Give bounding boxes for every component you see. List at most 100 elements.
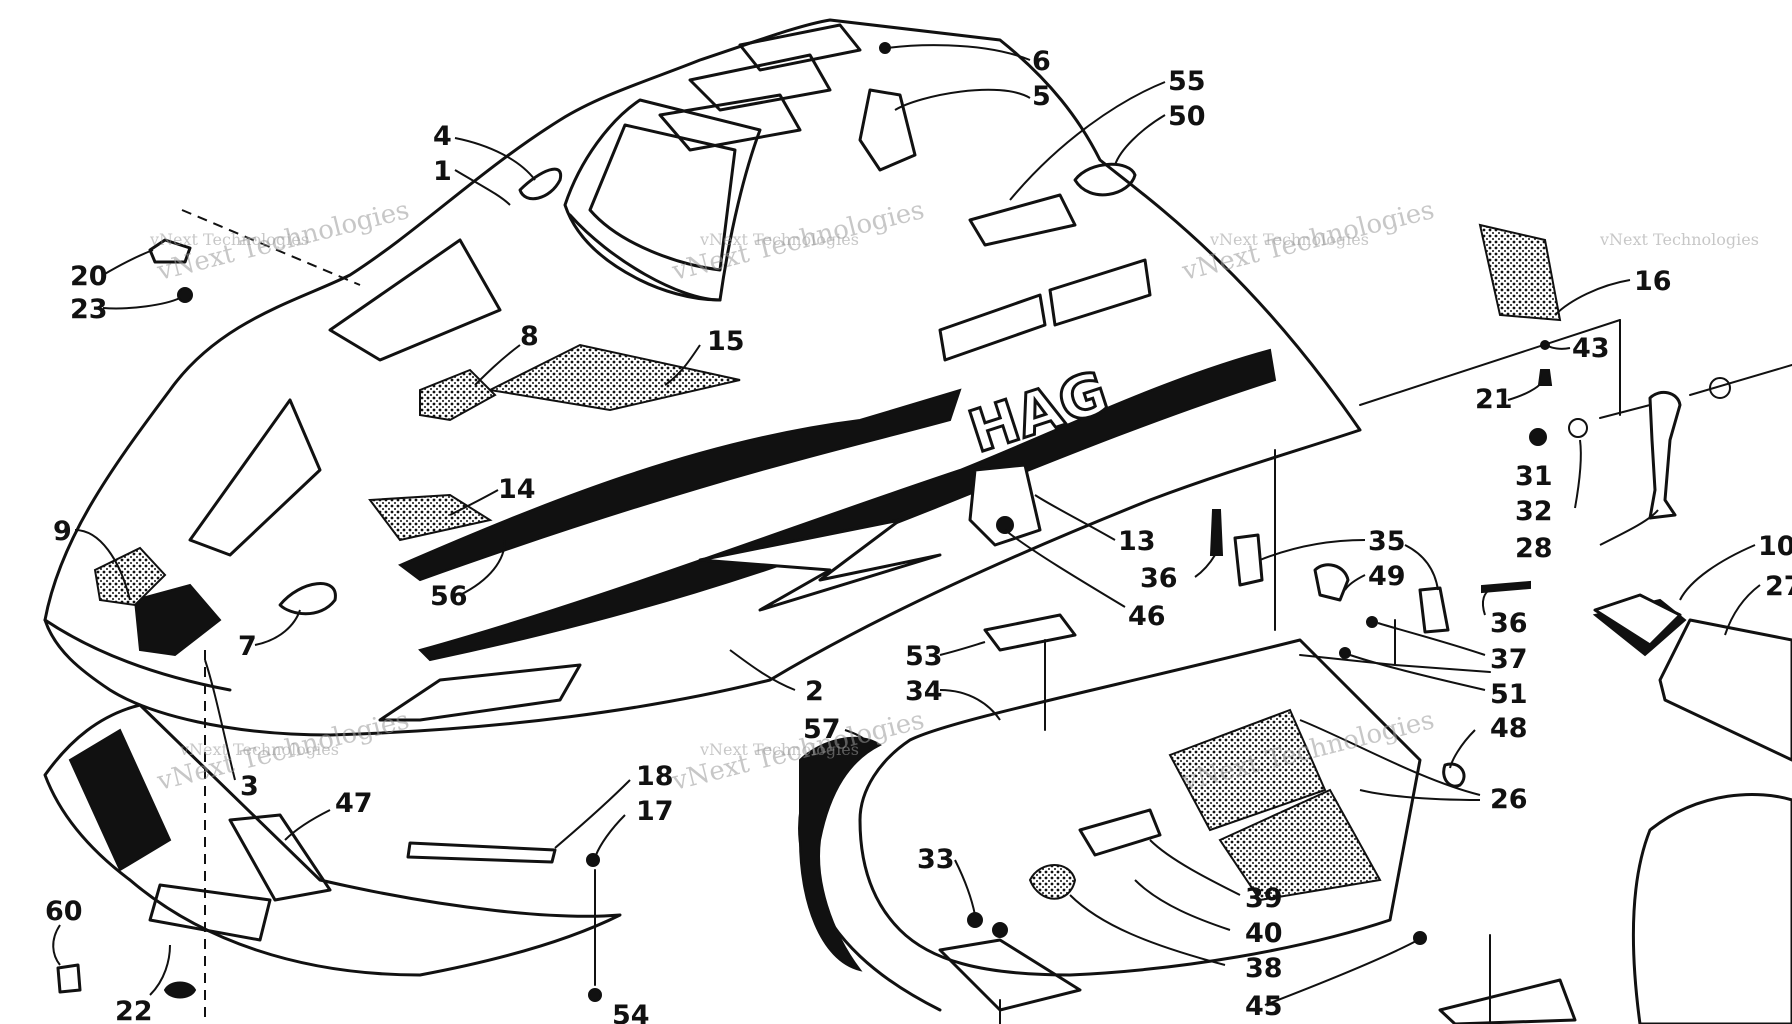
leader-35 [1259, 539, 1366, 561]
washer-37 [1366, 616, 1378, 628]
leader-14 [449, 489, 499, 516]
leader-20 [102, 249, 154, 276]
leader-2 [729, 649, 796, 691]
clip-20 [148, 238, 192, 264]
callout-10: 10 [1758, 531, 1792, 562]
leader-22 [149, 944, 171, 996]
callout-7: 7 [238, 631, 257, 662]
leader-26b [1359, 789, 1481, 801]
axis-line-13 [1394, 664, 1491, 673]
leader-27 [1724, 584, 1761, 636]
decal-53 [983, 613, 1077, 652]
bolt-36b [1481, 580, 1531, 594]
pad-38 [1028, 864, 1077, 900]
leader-9 [74, 529, 131, 601]
callout-36b: 36 [1490, 608, 1528, 639]
callout-53: 53 [905, 641, 943, 672]
side-louver-2 [1048, 258, 1152, 327]
leader-28 [1599, 509, 1659, 546]
bolt-46 [996, 516, 1014, 534]
callout-50: 50 [1168, 101, 1206, 132]
callout-labels: 6 5 55 50 4 1 20 23 8 15 16 43 21 31 32 … [45, 46, 1792, 1024]
callout-56: 56 [430, 581, 468, 612]
callout-14: 14 [498, 474, 536, 505]
callout-46: 46 [1128, 601, 1166, 632]
top-vent-2 [658, 93, 802, 152]
windshield-frame [563, 98, 762, 302]
bumper-panel-47 [228, 813, 332, 902]
hood-nose [43, 618, 232, 692]
grille-45 [1438, 978, 1577, 1024]
grille-26-lower [1218, 788, 1382, 902]
bracket-49 [1313, 563, 1350, 602]
callout-20: 20 [70, 261, 108, 292]
stripe-graphic-upper [398, 388, 962, 582]
track-belt [1631, 792, 1792, 1024]
axis-line-1 [1359, 319, 1621, 406]
pin-36a [1209, 509, 1224, 556]
watermark-10: vNext Technologies [699, 740, 859, 759]
bumper-step [148, 883, 272, 942]
leader-51 [1349, 654, 1486, 691]
leader-21 [1507, 381, 1543, 401]
callout-22: 22 [115, 996, 153, 1024]
front-vent-left [188, 398, 322, 557]
watermark-5: vNext Technologies [1209, 230, 1369, 249]
callout-15: 15 [707, 326, 745, 357]
leader-7 [254, 609, 301, 646]
bolt-33b [992, 922, 1008, 938]
callout-49: 49 [1368, 561, 1406, 592]
latch-parts [1209, 509, 1531, 659]
leader-10 [1679, 544, 1756, 601]
leader-17 [595, 814, 626, 856]
leader-48 [1449, 729, 1476, 769]
pad-10 [1593, 593, 1682, 647]
leader-33 [954, 859, 976, 916]
screw-21 [1537, 369, 1553, 386]
skid-27 [1658, 618, 1792, 762]
bumper-outline [43, 703, 622, 977]
side-scoop-15 [486, 343, 741, 412]
leader-34 [939, 689, 1001, 721]
callout-6: 6 [1032, 46, 1051, 77]
callout-33: 33 [917, 844, 955, 875]
lower-side-vent [378, 663, 582, 722]
axis-line-4 [1689, 364, 1792, 396]
nut-23 [177, 287, 193, 303]
decal-16 [1478, 223, 1562, 322]
callout-17: 17 [636, 796, 674, 827]
windshield-inner [588, 123, 737, 272]
leader-18 [554, 779, 631, 849]
washer-32 [1568, 418, 1588, 438]
grille-26-upper [1168, 708, 1327, 832]
callout-31: 31 [1515, 461, 1553, 492]
hood-outline [43, 18, 1362, 737]
leader-55 [1009, 81, 1166, 201]
rivet-54 [588, 988, 602, 1002]
windshield-base [568, 213, 722, 302]
watermark-7: vNext Technologies [1599, 230, 1759, 249]
watermark-1: vNext Technologies [149, 230, 309, 249]
leader-53 [939, 641, 986, 656]
callout-28: 28 [1515, 533, 1553, 564]
small-parts-right [1478, 223, 1792, 1024]
axis-line-3 [1599, 404, 1651, 419]
leader-23 [102, 297, 181, 310]
callout-2: 2 [805, 676, 824, 707]
callout-18: 18 [636, 761, 674, 792]
watermark-8: vNext Technologies [179, 740, 339, 759]
callout-4: 4 [433, 121, 452, 152]
belly-pan-outline [858, 638, 1422, 977]
lightning-graphic [698, 518, 942, 612]
callout-54: 54 [612, 1000, 650, 1024]
bolt-22 [163, 981, 197, 999]
decal-7 [278, 582, 337, 616]
callout-23: 23 [70, 294, 108, 325]
leader-60 [52, 924, 61, 966]
nut-31 [1529, 428, 1547, 446]
callout-9: 9 [53, 516, 72, 547]
leader-15 [664, 344, 701, 386]
callout-26: 26 [1490, 784, 1528, 815]
decal-50 [1073, 162, 1137, 197]
